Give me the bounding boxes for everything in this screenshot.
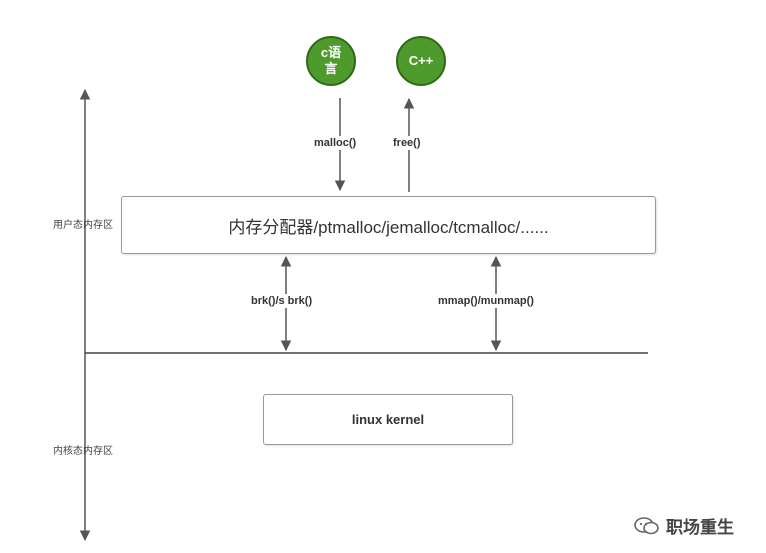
c-language-node: c语言	[306, 36, 356, 86]
mmap-label: mmap()/munmap()	[436, 294, 536, 308]
malloc-label: malloc()	[312, 136, 359, 150]
kernel-zone-label: 内核态内存区	[53, 446, 113, 457]
allocator-label: 内存分配器/ptmalloc/jemalloc/tcmalloc/......	[228, 217, 549, 237]
watermark: 职场重生	[634, 513, 734, 538]
kernel-label: linux kernel	[351, 412, 425, 427]
free-label: free()	[391, 136, 423, 150]
cpp-node: C++	[396, 36, 446, 86]
user-zone-label: 用户态内存区	[53, 220, 113, 231]
kernel-box: linux kernel	[263, 394, 513, 445]
watermark-text: 职场重生	[666, 518, 734, 537]
brk-label: brk()/s brk()	[249, 294, 315, 308]
wechat-icon	[634, 516, 659, 534]
allocator-box: 内存分配器/ptmalloc/jemalloc/tcmalloc/......	[121, 196, 656, 254]
